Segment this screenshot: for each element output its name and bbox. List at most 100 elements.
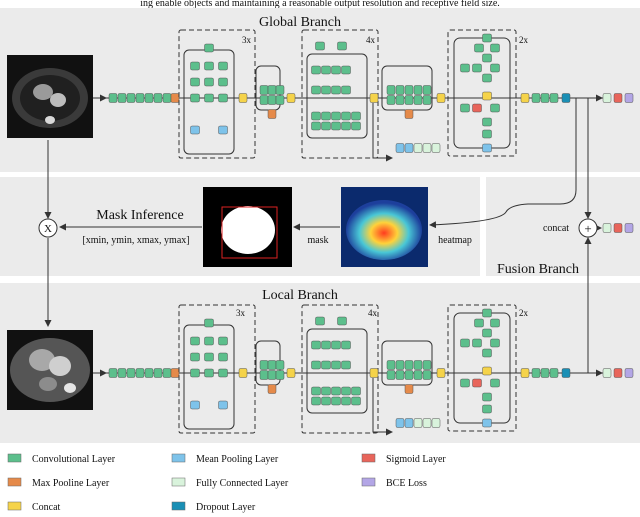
meanpool-layer [482, 418, 492, 428]
top-caption: ing enable objects and maintaining a rea… [140, 0, 500, 9]
conv-layer [404, 95, 414, 105]
conv-layer [311, 396, 321, 406]
conv-layer [311, 340, 321, 350]
maxpool-layer [170, 93, 180, 103]
repeat-label-4x-local: 4x [368, 308, 378, 318]
conv-layer [331, 65, 341, 75]
conv-layer [331, 121, 341, 131]
conv-layer [315, 316, 325, 326]
legend-item: Fully Connected Layer [171, 477, 289, 489]
conv-layer [482, 129, 492, 139]
conv-layer [482, 392, 492, 402]
conv-layer [135, 368, 145, 378]
local-branch-title: Local Branch [262, 288, 338, 303]
conv-layer [311, 360, 321, 370]
conv-layer [341, 65, 351, 75]
conv-layer [540, 93, 550, 103]
repeat-label-2x-global: 2x [519, 35, 529, 45]
conv-layer [204, 318, 214, 328]
conv-layer [331, 396, 341, 406]
mask-flow-label: mask [307, 235, 328, 246]
conv-layer [460, 378, 470, 388]
meanpool-layer [395, 143, 405, 153]
conv-layer [204, 368, 214, 378]
dropout-layer [561, 93, 571, 103]
fc-layer [602, 223, 612, 233]
conv-layer [321, 396, 331, 406]
conv-layer [482, 53, 492, 63]
conv-layer [218, 93, 228, 103]
conv-layer [482, 348, 492, 358]
legend-item: Convolutional Layer [7, 453, 116, 465]
meanpool-layer [482, 143, 492, 153]
conv-layer [311, 85, 321, 95]
conv-layer [218, 368, 228, 378]
conv-layer [482, 73, 492, 83]
fc-layer [413, 143, 423, 153]
heatmap-image [341, 187, 428, 267]
conv-layer [460, 63, 470, 73]
mask-inference-title: Mask Inference [96, 208, 183, 223]
sigmoid-layer [472, 103, 482, 113]
concat-layer [436, 93, 446, 103]
conv-layer [341, 121, 351, 131]
conv-layer [351, 111, 361, 121]
conv-layer [460, 338, 470, 348]
conv-layer [108, 93, 118, 103]
conv-layer [190, 77, 200, 87]
fusion-branch-title: Fusion Branch [497, 262, 579, 277]
concat-layer [436, 368, 446, 378]
conv-layer [482, 33, 492, 43]
conv-layer [386, 85, 396, 95]
conv-layer [321, 111, 331, 121]
conv-layer [321, 65, 331, 75]
conv-layer [190, 368, 200, 378]
concat-layer [286, 93, 296, 103]
concat-layer [520, 93, 530, 103]
multiply-operator: X [38, 218, 58, 238]
conv-layer [315, 41, 325, 51]
meanpool-layer [190, 400, 200, 410]
conv-layer [490, 103, 500, 113]
conv-layer [259, 85, 269, 95]
conv-layer [413, 95, 423, 105]
fc-layer [431, 418, 441, 428]
conv-layer [321, 386, 331, 396]
bce-loss [624, 93, 634, 103]
conv-layer [413, 85, 423, 95]
conv-layer [531, 93, 541, 103]
sigmoid-layer [472, 378, 482, 388]
conv-layer [422, 85, 432, 95]
conv-layer [117, 368, 127, 378]
conv-layer [275, 85, 285, 95]
mask-image [203, 187, 292, 267]
conv-layer [549, 93, 559, 103]
conv-layer [341, 396, 351, 406]
legend-label: Sigmoid Layer [386, 454, 446, 465]
fc-layer [413, 418, 423, 428]
repeat-label-2x-local: 2x [519, 308, 529, 318]
conv-layer [395, 370, 405, 380]
conv-layer [331, 340, 341, 350]
meanpool-layer [404, 143, 414, 153]
legend-item: Dropout Layer [171, 501, 256, 513]
conv-layer [126, 368, 136, 378]
legend-item: BCE Loss [361, 477, 427, 489]
repeat-label-4x-global: 4x [366, 35, 376, 45]
conv-layer [162, 93, 172, 103]
ct-image-local [7, 330, 93, 410]
legend-item: Concat [7, 501, 61, 513]
plus-operator: + [578, 218, 598, 238]
legend-swatch [171, 501, 186, 511]
conv-layer [531, 368, 541, 378]
fc-layer [422, 143, 432, 153]
conv-layer [549, 368, 559, 378]
conv-layer [351, 396, 361, 406]
concat-layer [238, 93, 248, 103]
maxpool-layer [267, 109, 277, 119]
conv-layer [126, 93, 136, 103]
legend-label: Mean Pooling Layer [196, 454, 279, 465]
conv-layer [259, 370, 269, 380]
conv-layer [413, 360, 423, 370]
